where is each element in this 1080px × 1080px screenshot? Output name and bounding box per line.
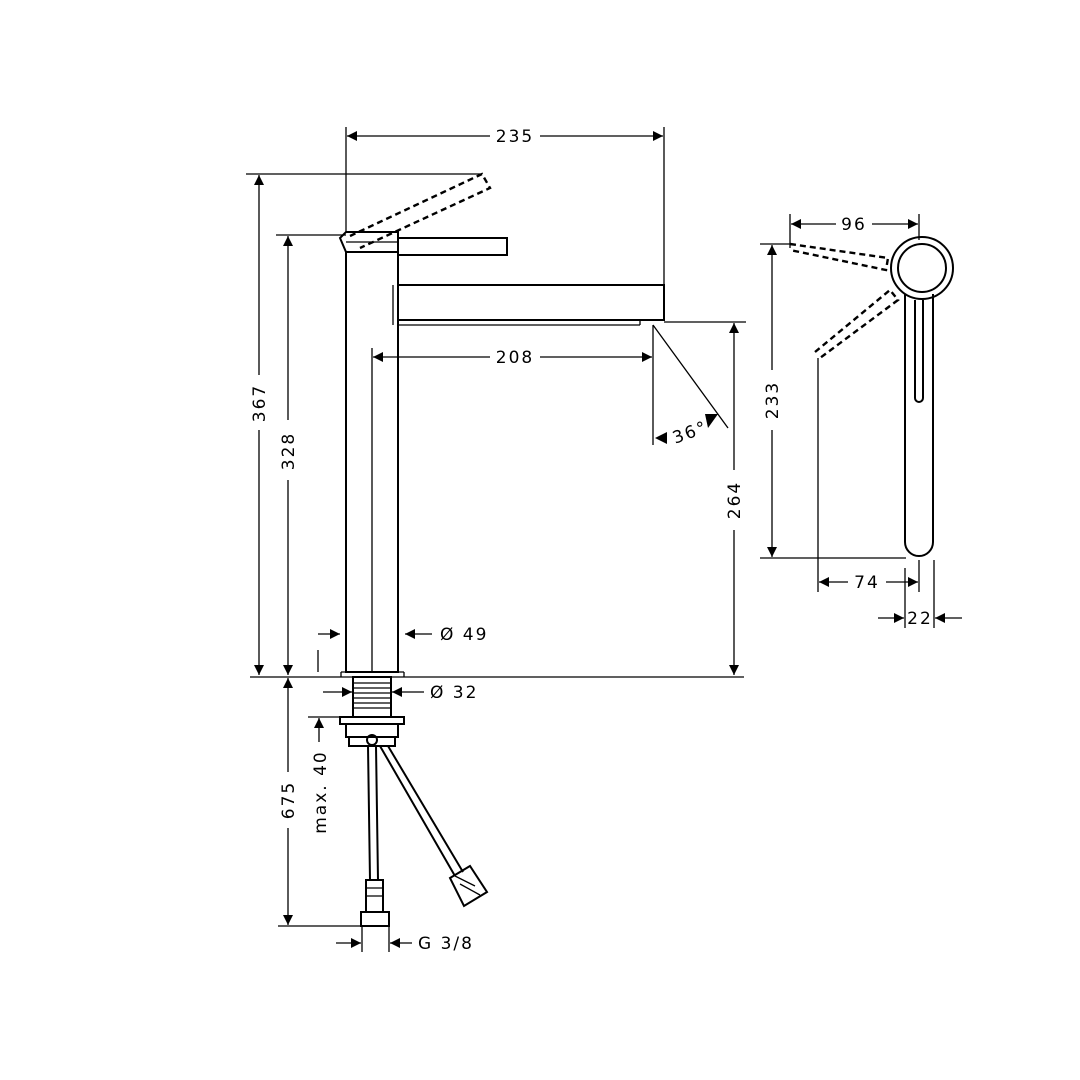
dim-spout-height: 264 — [725, 481, 745, 519]
dim-connection: G 3/8 — [418, 934, 474, 954]
lever-handle — [397, 237, 508, 256]
dim-handle-width: 22 — [907, 609, 933, 629]
spout — [398, 284, 665, 321]
side-view — [789, 236, 954, 557]
dim-body-height: 328 — [279, 432, 299, 470]
hose-angled — [379, 745, 464, 877]
side-slot — [914, 300, 924, 403]
side-lever-swung-bottom — [814, 288, 900, 359]
dim-spout-reach: 208 — [496, 348, 534, 368]
front-view — [338, 172, 665, 927]
dim-body-diameter: Ø 49 — [440, 625, 488, 645]
dim-hose-length: 675 — [279, 781, 299, 819]
side-body — [904, 294, 934, 557]
hose-nut-angled — [448, 864, 489, 908]
dim-total-height: 367 — [250, 384, 270, 422]
dimension-lines — [246, 126, 962, 952]
mounting-washer — [339, 716, 405, 725]
hose-nut-straight — [360, 911, 390, 927]
lever-handle-swung — [349, 172, 492, 250]
dim-max-thickness: max. 40 — [311, 750, 331, 833]
dim-swivel-angle: 36° — [670, 417, 711, 448]
dimension-labels: 235 208 36° 367 328 264 Ø 49 Ø 32 675 ma… — [250, 127, 933, 954]
shank-threads — [353, 682, 391, 709]
dim-side-height: 233 — [763, 381, 783, 419]
side-cap-outer — [890, 236, 954, 300]
dim-handle-reach-bottom: 74 — [854, 573, 880, 593]
hose-straight — [367, 745, 379, 881]
dim-total-width: 235 — [496, 127, 534, 147]
dim-handle-reach-top: 96 — [841, 215, 867, 235]
side-lever-swung-top — [789, 242, 890, 272]
dim-shank-diameter: Ø 32 — [430, 683, 478, 703]
side-cap-inner — [897, 243, 947, 293]
